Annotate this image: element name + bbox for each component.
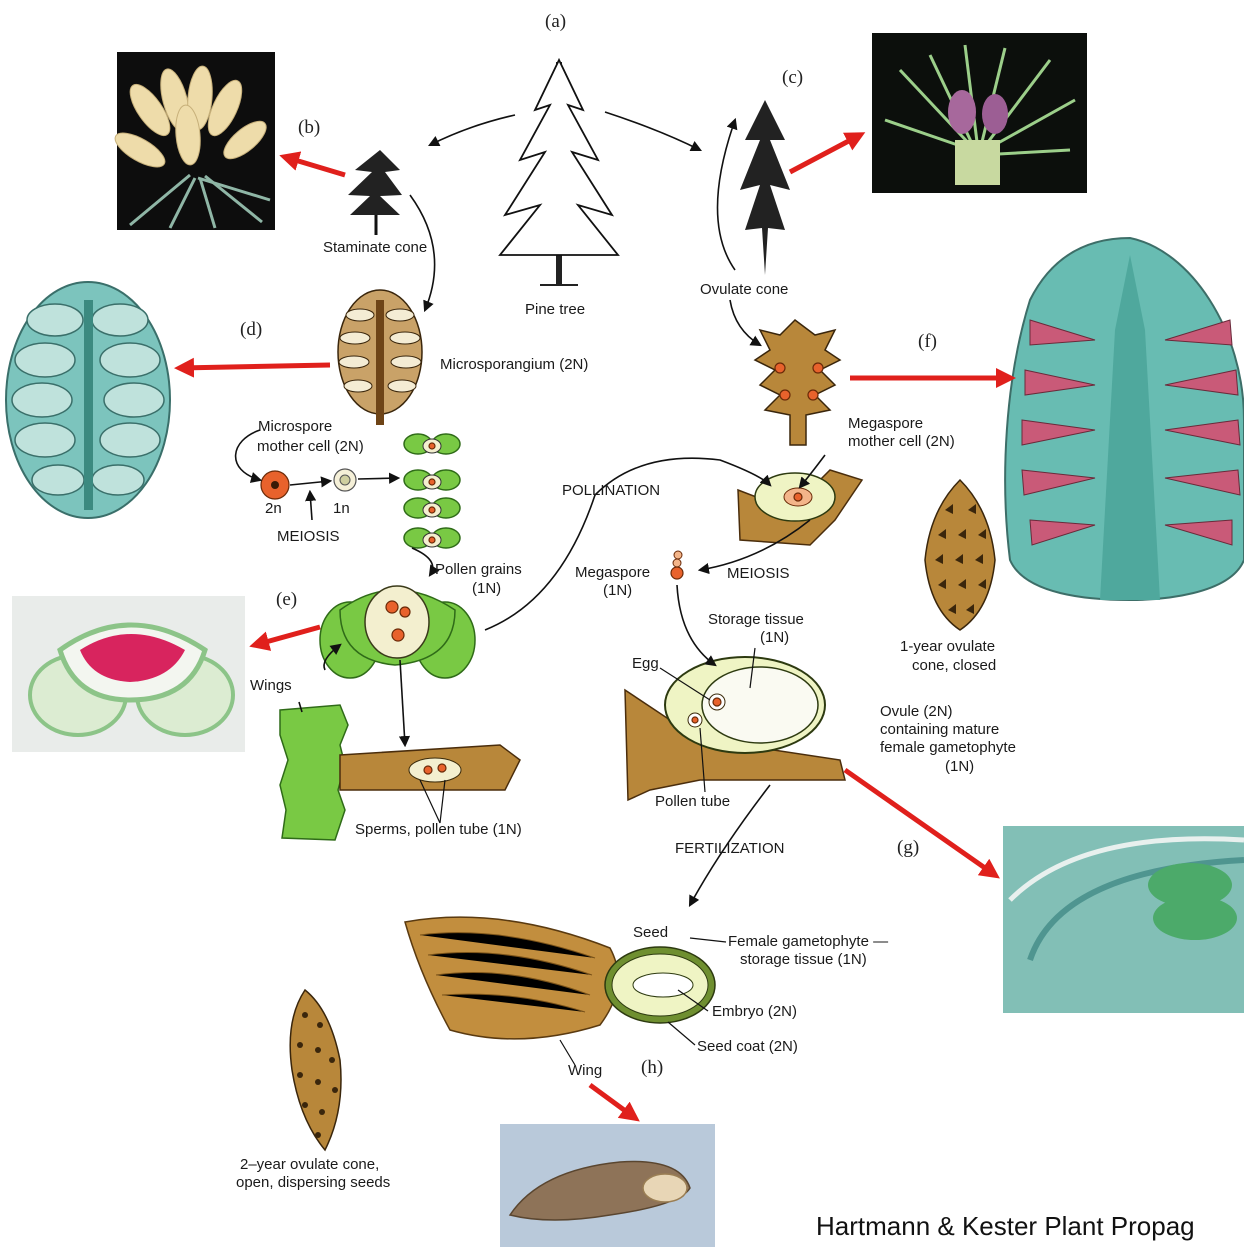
label-seed-coat: Seed coat (2N) [697, 1038, 798, 1055]
image-credit: Hartmann & Kester Plant Propag [816, 1211, 1195, 1241]
ovulate-cone-drawing [740, 100, 790, 275]
label-ovule-3: female gametophyte [880, 739, 1016, 756]
microsporangium-drawing [338, 290, 422, 425]
panel-letter-h: (h) [641, 1057, 663, 1078]
label-ovule-1: Ovule (2N) [880, 703, 953, 720]
label-staminate-cone: Staminate cone [323, 239, 427, 256]
label-pine-tree: Pine tree [525, 301, 585, 318]
label-ovule-2: containing mature [880, 721, 999, 738]
ovulate-cone-section-micrograph [1005, 238, 1244, 600]
megaspore-mother-cell-drawing [738, 470, 862, 545]
label-meiosis-right: MEIOSIS [727, 565, 790, 582]
label-storage-tissue-2: (1N) [760, 629, 789, 646]
label-ovule-4: (1N) [945, 758, 974, 775]
label-two-year-cone-1: 2–year ovulate cone, [240, 1156, 379, 1173]
label-sperms-pollen-tube: Sperms, pollen tube (1N) [355, 821, 522, 838]
ovule-drawing [625, 657, 845, 800]
label-wings: Wings [250, 677, 292, 694]
label-pollen-grains-2: (1N) [472, 580, 501, 597]
label-meiosis-left: MEIOSIS [277, 528, 340, 545]
panel-letter-c: (c) [782, 67, 803, 88]
one-year-ovulate-cone-drawing [925, 480, 995, 630]
staminate-cone-drawing [348, 150, 402, 235]
panel-letter-d: (d) [240, 319, 262, 340]
label-female-gametophyte-1: Female gametophyte — [728, 933, 888, 950]
panel-letters: (a) (b) (c) (d) (e) (f) (g) (h) [240, 11, 937, 1078]
label-microsporangium: Microsporangium (2N) [440, 356, 588, 373]
panel-letter-a: (a) [545, 11, 566, 32]
label-microspore-mother-cell-1: Microspore [258, 418, 332, 435]
label-fertilization: FERTILIZATION [675, 840, 784, 857]
panel-letter-e: (e) [276, 589, 297, 610]
label-megaspore-1: Megaspore [575, 564, 650, 581]
label-2n: 2n [265, 500, 282, 517]
label-seed: Seed [633, 924, 668, 941]
label-egg: Egg [632, 655, 659, 672]
label-1n: 1n [333, 500, 350, 517]
label-embryo: Embryo (2N) [712, 1003, 797, 1020]
label-pollination: POLLINATION [562, 482, 660, 499]
label-ovulate-cone: Ovulate cone [700, 281, 788, 298]
seed-drawing [405, 917, 715, 1039]
panel-letter-g: (g) [897, 837, 919, 858]
label-pollen-tube: Pollen tube [655, 793, 730, 810]
megaspore-drawing [671, 551, 683, 579]
label-female-gametophyte-2: storage tissue (1N) [740, 951, 867, 968]
pollen-grain-drawing [320, 586, 475, 678]
two-year-ovulate-cone-drawing [290, 990, 341, 1150]
pollen-tube-drawing [280, 705, 520, 840]
panel-letter-f: (f) [918, 331, 937, 352]
label-megaspore-mother-cell-2: mother cell (2N) [848, 433, 955, 450]
seed-photo [500, 1124, 715, 1247]
pollen-grain-micrograph [12, 596, 245, 752]
panel-letter-b: (b) [298, 117, 320, 138]
ovule-micrograph [1003, 826, 1244, 1013]
pollen-grain-stack [404, 434, 460, 548]
label-wing: Wing [568, 1062, 602, 1079]
label-pollen-grains-1: Pollen grains [435, 561, 522, 578]
label-one-year-cone-2: cone, closed [912, 657, 996, 674]
label-one-year-cone-1: 1-year ovulate [900, 638, 995, 655]
staminate-cone-photo [110, 52, 275, 230]
label-storage-tissue-1: Storage tissue [708, 611, 804, 628]
microsporangium-micrograph [6, 282, 170, 518]
ovulate-cone-section-drawing [755, 320, 840, 445]
pine-tree-drawing [500, 60, 618, 285]
ovulate-cone-photo [872, 33, 1087, 193]
label-megaspore-mother-cell-1: Megaspore [848, 415, 923, 432]
label-megaspore-2: (1N) [603, 582, 632, 599]
label-two-year-cone-2: open, dispersing seeds [236, 1174, 390, 1191]
label-microspore-mother-cell-2: mother cell (2N) [257, 438, 364, 455]
